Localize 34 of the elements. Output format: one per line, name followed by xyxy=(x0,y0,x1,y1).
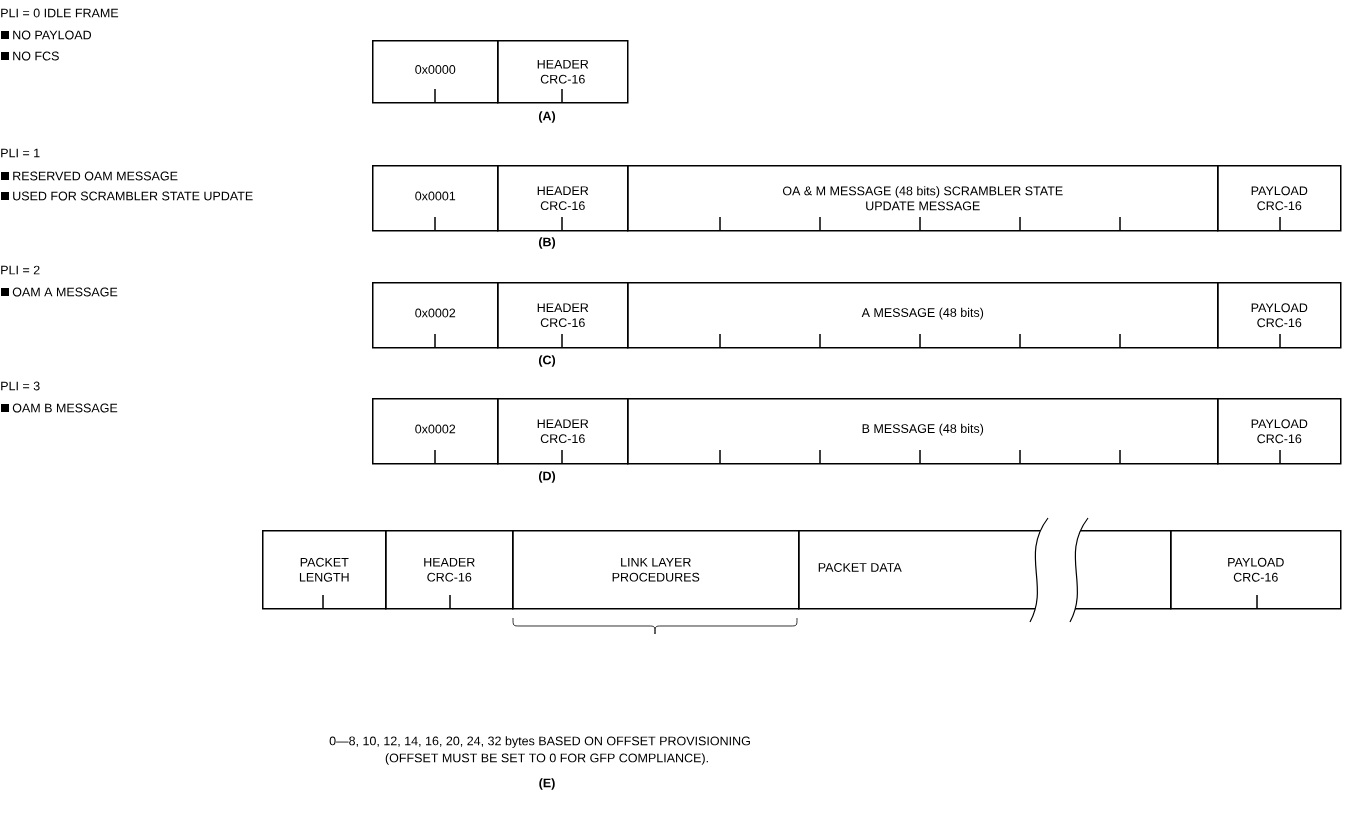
panel-label: (B) xyxy=(538,237,556,249)
field-cell: PAYLOAD CRC-16 xyxy=(1217,398,1342,465)
field-cell: HEADER CRC-16 xyxy=(385,530,514,610)
note-text: NO PAYLOAD xyxy=(13,30,92,40)
panel-label: (E) xyxy=(539,778,555,790)
note-text: PLI = 0 IDLE FRAME xyxy=(1,8,119,18)
field-cell: PACKET DATA xyxy=(798,530,1172,610)
panel-label: (C) xyxy=(538,355,556,367)
note-text: OAM A MESSAGE xyxy=(12,287,118,297)
field-cell: PAYLOAD CRC-16 xyxy=(1217,282,1342,349)
field-cell: PAYLOAD CRC-16 xyxy=(1217,165,1342,232)
note-text: 0—8, 10, 12, 14, 16, 20, 24, 32 bytes BASED ON OFFSET PROVISIONING xyxy=(329,736,750,748)
field-cell: HEADER CRC-16 xyxy=(497,398,629,465)
field-cell: A MESSAGE (48 bits) xyxy=(627,282,1219,349)
note-text: OAM B MESSAGE xyxy=(12,403,118,413)
field-cell: 0x0002 xyxy=(372,398,499,465)
field-cell: HEADER CRC-16 xyxy=(497,282,629,349)
field-cell: PACKET LENGTH xyxy=(262,530,387,610)
note-text: RESERVED OAM MESSAGE xyxy=(13,171,178,181)
field-cell: OA & M MESSAGE (48 bits) SCRAMBLER STATE UPDATE MESSAGE xyxy=(627,165,1219,232)
note-text: (OFFSET MUST BE SET TO 0 FOR GFP COMPLIANCE). xyxy=(385,753,708,765)
field-cell: HEADER CRC-16 xyxy=(497,165,629,232)
field-cell: PAYLOAD CRC-16 xyxy=(1170,530,1342,610)
field-cell: B MESSAGE (48 bits) xyxy=(627,398,1219,465)
field-cell: LINK LAYER PROCEDURES xyxy=(512,530,800,610)
field-cell: 0x0000 xyxy=(372,40,499,104)
field-cell: HEADER CRC-16 xyxy=(497,40,629,104)
note-text: PLI = 3 xyxy=(1,381,40,391)
note-text: PLI = 2 xyxy=(1,265,40,275)
field-cell: 0x0002 xyxy=(372,282,499,349)
field-cell: 0x0001 xyxy=(372,165,499,232)
note-text: USED FOR SCRAMBLER STATE UPDATE xyxy=(13,191,253,201)
note-text: NO FCS xyxy=(13,51,59,61)
note-text: PLI = 1 xyxy=(1,148,40,158)
